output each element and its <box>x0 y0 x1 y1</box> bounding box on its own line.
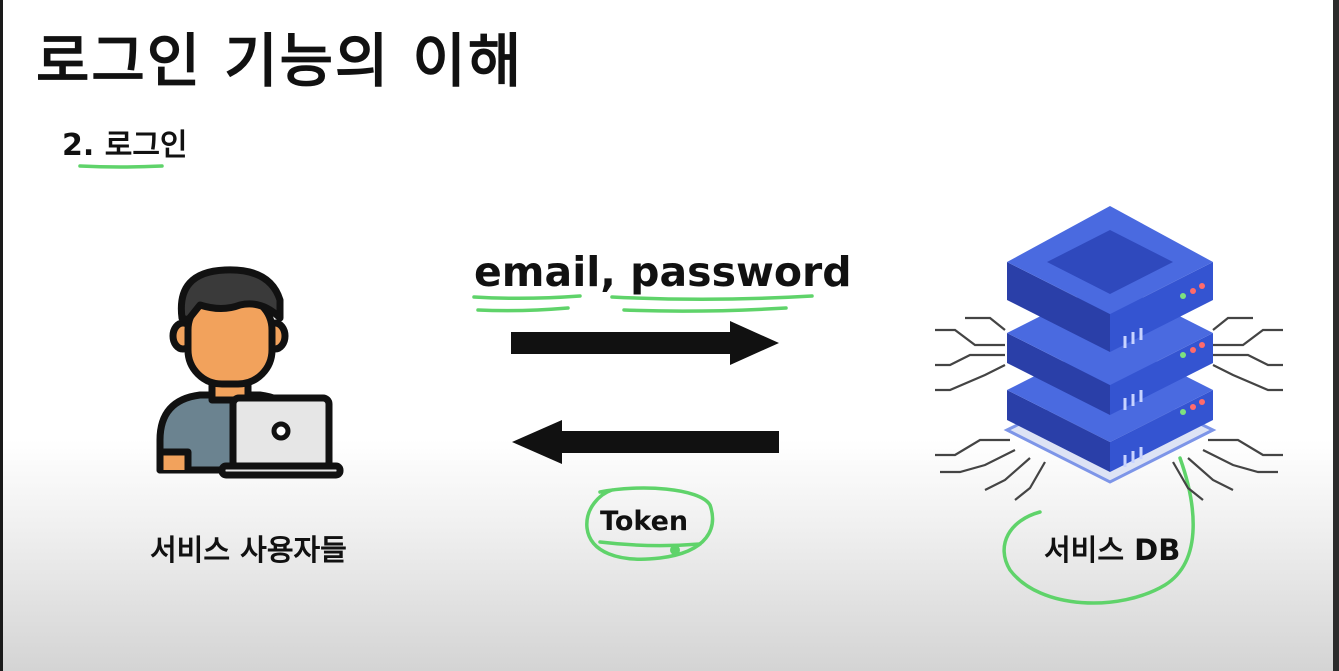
email-underline <box>472 294 582 301</box>
request-label: email, password <box>474 248 852 296</box>
token-underline <box>598 540 702 548</box>
user-label: 서비스 사용자들 <box>150 533 347 567</box>
password-underline <box>610 294 814 302</box>
token-circle <box>585 486 715 561</box>
db-circle <box>1002 456 1195 605</box>
subtitle-underline <box>78 164 164 169</box>
section-subtitle: 2. 로그인 <box>62 128 188 163</box>
db-label: 서비스 DB <box>1044 533 1181 567</box>
left-border <box>0 0 3 671</box>
password-underline-2 <box>622 306 788 313</box>
token-label: Token <box>600 506 689 537</box>
email-underline-2 <box>476 306 570 313</box>
page-title: 로그인 기능의 이해 <box>36 27 524 95</box>
arrow-right-icon <box>511 321 779 365</box>
right-border <box>1333 0 1339 671</box>
arrow-left-icon <box>512 420 779 464</box>
